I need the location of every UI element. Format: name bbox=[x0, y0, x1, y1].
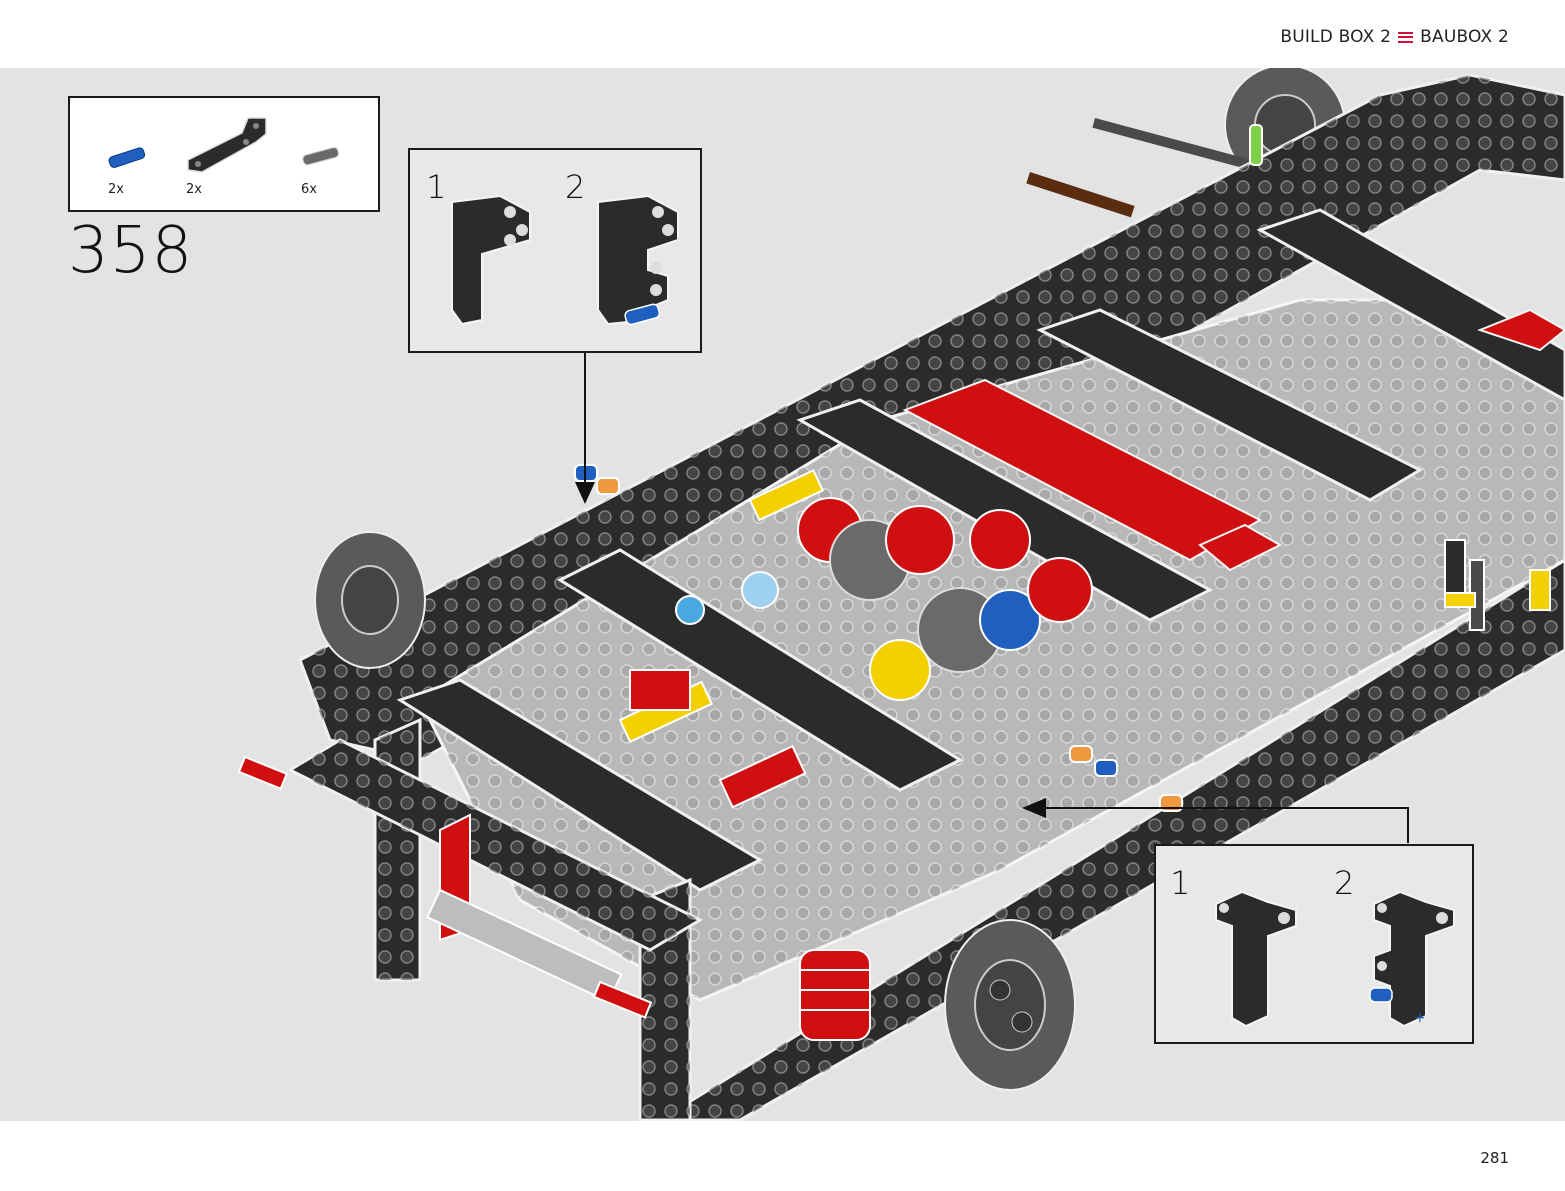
build-box-text: BUILD BOX 2 bbox=[1280, 27, 1392, 47]
step-number: 358 bbox=[68, 214, 194, 288]
sub-step-number: 2 bbox=[1334, 864, 1355, 902]
page-number: 281 bbox=[1480, 1149, 1509, 1167]
liftarm-sub-step-2-icon: + bbox=[1369, 890, 1455, 1028]
sub-step-number: 1 bbox=[426, 168, 447, 206]
rear-supports bbox=[1444, 539, 1551, 631]
blue-axle-pin-icon bbox=[108, 147, 146, 168]
sub-assembly-callout-bottom: 1 2 + bbox=[1154, 844, 1474, 1044]
brown-axle bbox=[1026, 172, 1135, 218]
red-frame-beams bbox=[902, 308, 1565, 572]
parts-list-box: 2x 2x 6x bbox=[68, 96, 380, 212]
liftarm-sub-step-1-icon bbox=[451, 194, 531, 326]
svg-text:+: + bbox=[1414, 1010, 1426, 1026]
instruction-illustration-area: 2x 2x 6x 358 1 2 1 2 bbox=[0, 68, 1565, 1121]
front-left-brake-disc bbox=[314, 531, 426, 669]
sub-step-number: 2 bbox=[565, 168, 586, 206]
liftarm-sub-step-2-icon bbox=[597, 194, 679, 326]
callout-arrow-top bbox=[575, 352, 595, 504]
grey-pin-icon bbox=[302, 147, 339, 166]
sub-step-number: 1 bbox=[1170, 864, 1191, 902]
black-bent-liftarm-icon bbox=[187, 117, 267, 173]
sub-assembly-callout-top: 1 2 bbox=[408, 148, 702, 353]
page-header: BUILD BOX 2 BAUBOX 2 bbox=[0, 0, 1565, 68]
baubox-text: BAUBOX 2 bbox=[1420, 27, 1509, 47]
part-quantity: 2x bbox=[186, 182, 202, 197]
red-suspension-spring bbox=[799, 949, 871, 1041]
gear-cluster bbox=[618, 469, 1093, 809]
cross-members bbox=[396, 208, 1565, 892]
front-frame bbox=[237, 717, 704, 1121]
part-quantity: 6x bbox=[301, 182, 317, 197]
build-box-label: BUILD BOX 2 BAUBOX 2 bbox=[1280, 26, 1509, 48]
truck-chassis-model bbox=[237, 68, 1565, 1121]
callout-arrow-bottom bbox=[1022, 798, 1409, 843]
rear-axle bbox=[1092, 118, 1260, 172]
page-footer bbox=[0, 1121, 1565, 1191]
part-quantity: 2x bbox=[108, 182, 124, 197]
liftarm-sub-step-1-icon bbox=[1215, 890, 1297, 1028]
menu-lines-icon bbox=[1398, 31, 1414, 43]
front-right-brake-disc bbox=[944, 919, 1076, 1091]
